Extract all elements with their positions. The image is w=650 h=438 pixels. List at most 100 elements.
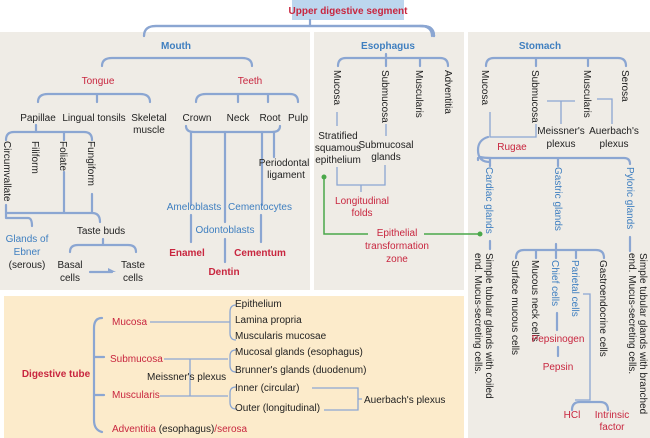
submucosa-brace xyxy=(229,349,237,373)
tongue-label: Tongue xyxy=(82,76,115,87)
basal-cells-2: cells xyxy=(60,273,80,284)
root-label: Root xyxy=(259,113,280,124)
rugae-label: Rugae xyxy=(497,142,527,153)
sto-muscularis-label: Muscularis xyxy=(581,70,592,118)
circumvallate-label: Circumvallate xyxy=(1,141,12,202)
pepsinogen-label: Pepsinogen xyxy=(532,334,585,345)
gastric-cells-bracket xyxy=(514,242,606,260)
pyloric-glands-label: Pyloric glands xyxy=(624,167,635,229)
crown-root-bracket xyxy=(184,124,282,134)
dt-mucosa-label: Mucosa xyxy=(112,317,147,328)
teeth-label: Teeth xyxy=(238,76,262,87)
eso-layer-connectors xyxy=(336,112,387,136)
page-title: Upper digestive segment xyxy=(289,6,409,17)
inner-circular-label: Inner (circular) xyxy=(235,383,299,394)
dt-auerbach-label: Auerbach's plexus xyxy=(364,395,445,406)
etz-2: transformation xyxy=(365,241,429,252)
fungiform-label: Fungiform xyxy=(85,141,96,186)
digestive-tube-label: Digestive tube xyxy=(22,369,91,380)
dt-connectors xyxy=(150,321,228,397)
teeth-vertical-lines xyxy=(189,130,276,224)
etz-3: zone xyxy=(386,254,408,265)
muscularis-mucosae-label: Muscularis mucosae xyxy=(235,331,327,342)
cardiac-desc-1: Simple tubular glands with coiled xyxy=(483,253,494,399)
papillae-label: Papillae xyxy=(20,113,56,124)
intrinsic-factor-1: Intrinsic xyxy=(595,410,629,421)
stratified-1: Stratified xyxy=(318,131,357,142)
mouth-bracket xyxy=(100,56,254,68)
eso-muscularis-label: Muscularis xyxy=(413,70,424,118)
dt-adventitia-label: Adventitia xyxy=(112,424,156,435)
dt-muscularis-label: Muscularis xyxy=(112,390,160,401)
bracket-to-stomach xyxy=(398,24,436,38)
muscularis-brace xyxy=(229,386,237,410)
etz-1: Epithelial xyxy=(377,228,418,239)
sto-submucosa-label: Submucosa xyxy=(529,70,540,123)
foliate-label: Foliate xyxy=(57,141,68,171)
odontoblasts-label: Odontoblasts xyxy=(196,225,255,236)
stratified-3: epithelium xyxy=(315,155,361,166)
epithelial-transformation-line xyxy=(323,177,480,235)
digestive-tube-panel xyxy=(4,296,464,438)
hcl-if-bracket xyxy=(570,400,610,412)
lingual-tonsils-label: Lingual tonsils xyxy=(62,113,125,124)
hcl-label: HCl xyxy=(564,410,581,421)
stomach-panel xyxy=(468,32,650,438)
cementocytes-label: Cementocytes xyxy=(228,202,292,213)
longitudinal-folds-2: folds xyxy=(351,208,372,219)
submucosal-glands-2: glands xyxy=(371,152,400,163)
eso-mucosa-label: Mucosa xyxy=(331,70,342,105)
longitudinal-folds-bracket xyxy=(336,165,386,192)
mucosa-brace xyxy=(228,304,237,341)
taste-cells-2: cells xyxy=(123,273,143,284)
taste-cells-1: Taste xyxy=(121,260,145,271)
dentin-label: Dentin xyxy=(208,267,239,278)
dt-submucosa-label: Submucosa xyxy=(110,354,163,365)
dt-adventitia-line: Adventitia (esophagus)/serosa xyxy=(112,424,248,435)
cementum-label: Cementum xyxy=(234,248,286,259)
esophagus-panel xyxy=(314,32,464,290)
eso-adventitia-label: Adventitia xyxy=(442,70,453,114)
periodontal-1: Periodontal xyxy=(259,158,310,169)
gland-desc-connectors xyxy=(488,235,632,253)
digestive-tube-bracket xyxy=(92,316,106,434)
mouth-label: Mouth xyxy=(161,41,191,52)
mucous-neck-cells: Mucous neck cells xyxy=(529,260,540,342)
longitudinal-folds-1: Longitudinal xyxy=(335,196,389,207)
submucosal-glands-1: Submucosal xyxy=(358,140,413,151)
dt-serosa-label: /serosa xyxy=(214,424,247,435)
stratified-2: squamous xyxy=(315,143,361,154)
papillae-bracket xyxy=(4,123,94,142)
cardiac-glands-label: Cardiac glands xyxy=(483,167,494,234)
stomach-plexus-lines xyxy=(489,98,613,138)
esophagus-label: Esophagus xyxy=(361,41,415,52)
green-dot-stomach xyxy=(477,231,483,237)
parietal-cells: Parietal cells xyxy=(569,260,580,317)
pepsin-label: Pepsin xyxy=(543,362,574,373)
taste-buds-bracket xyxy=(68,237,138,254)
pulp-label: Pulp xyxy=(288,113,308,124)
auerbach-bracket xyxy=(312,387,362,411)
gastric-glands-label: Gastric glands xyxy=(552,167,563,231)
teeth-lower-lines xyxy=(189,213,263,264)
pyloric-desc-1: Simple tubular glands with branched xyxy=(637,253,648,414)
dt-meissner-label: Meissner's plexus xyxy=(147,372,226,383)
taste-buds-label: Taste buds xyxy=(77,226,125,237)
outer-longitudinal-label: Outer (longitudinal) xyxy=(235,403,320,414)
intrinsic-factor-2: factor xyxy=(599,422,625,433)
ameloblasts-label: Ameloblasts xyxy=(167,202,221,213)
stomach-bracket xyxy=(484,56,628,68)
mouth-panel xyxy=(0,32,310,290)
parietal-connector xyxy=(575,293,591,401)
crown-label: Crown xyxy=(183,113,212,124)
neck-label: Neck xyxy=(227,113,251,124)
lamina-propria-label: Lamina propria xyxy=(235,315,302,326)
glands-ebner-1: Glands of xyxy=(6,234,49,245)
glands-ebner-2: Ebner xyxy=(14,247,41,258)
auerbach-2: plexus xyxy=(600,139,629,150)
taste-connector xyxy=(4,170,102,228)
pyloric-desc-2: end. Mucus-secreting cells. xyxy=(626,253,637,374)
basal-cells-1: Basal xyxy=(57,260,82,271)
periodontal-2: ligament xyxy=(267,170,305,181)
